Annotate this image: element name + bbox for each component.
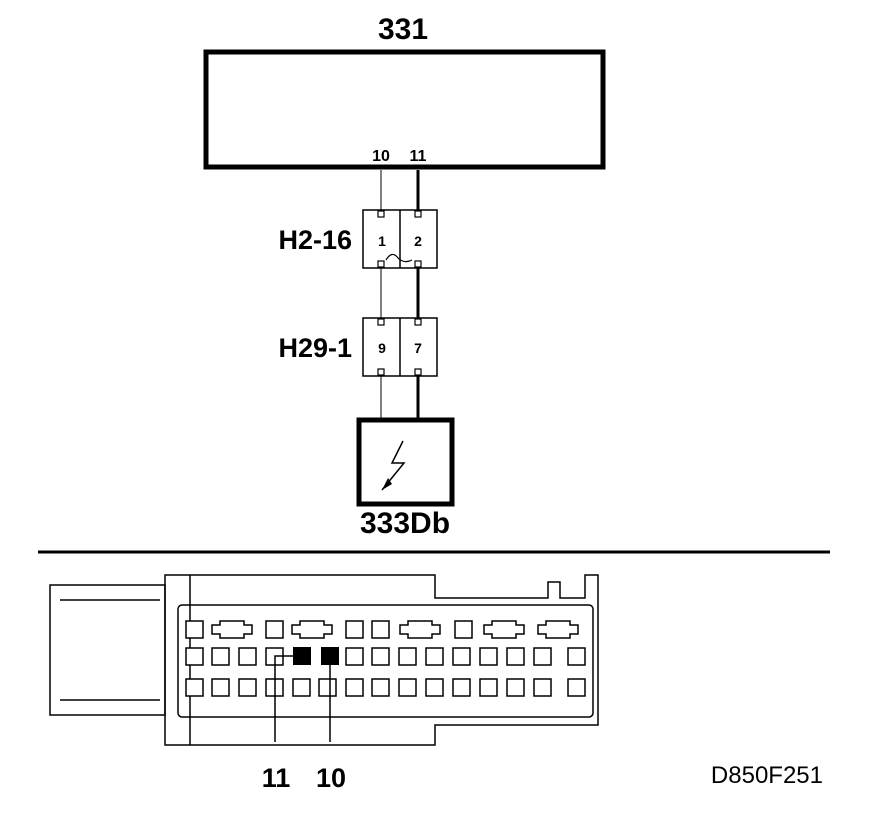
cavity-pin-10 bbox=[321, 647, 339, 665]
module-pin-label-10: 10 bbox=[372, 148, 390, 165]
sensor-box bbox=[356, 417, 455, 507]
module-label: 331 bbox=[378, 13, 428, 46]
connector-label: H29-1 bbox=[278, 333, 352, 363]
connector-pin-2: 2 bbox=[414, 233, 422, 249]
lightning-arrow-icon bbox=[381, 440, 406, 491]
cavity-grid bbox=[185, 620, 586, 697]
callout-leaders bbox=[274, 655, 331, 742]
module-pin-label-11: 11 bbox=[410, 148, 427, 165]
connector-pin-9: 9 bbox=[378, 340, 386, 356]
sensor: 333Db bbox=[356, 417, 455, 540]
connector-pin-1: 1 bbox=[378, 233, 386, 249]
callout-pin-10: 10 bbox=[316, 763, 346, 793]
connector-label: H2-16 bbox=[278, 225, 352, 255]
reference-code: D850F251 bbox=[711, 762, 823, 789]
sensor-label: 333Db bbox=[360, 507, 450, 540]
module-box bbox=[203, 49, 606, 170]
cavity-pin-11 bbox=[293, 647, 311, 665]
callout-pin-11: 11 bbox=[262, 763, 291, 793]
connector-h29-1: H29-1 9 7 bbox=[278, 317, 438, 377]
connector-pin-7: 7 bbox=[414, 340, 422, 356]
connector-h2-16: H2-16 1 2 bbox=[278, 209, 438, 269]
